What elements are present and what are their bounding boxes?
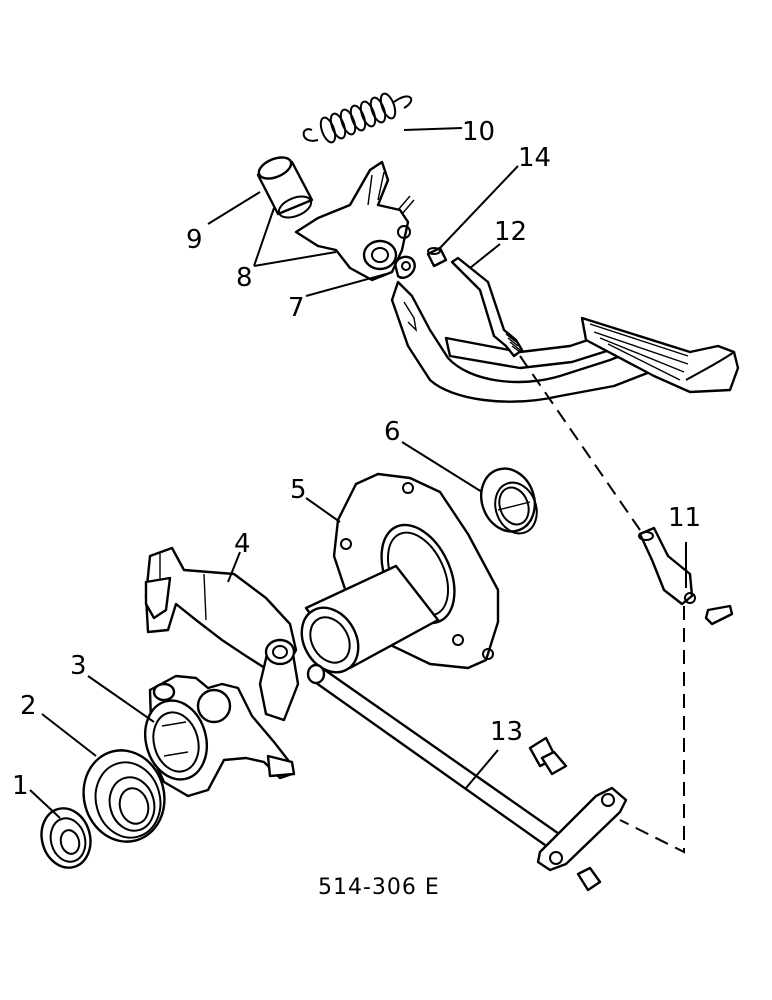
part-4-fork (144, 546, 300, 722)
part-10-spring (302, 92, 413, 144)
callout-6: 6 (384, 417, 401, 447)
callouts: 1 2 3 4 5 6 7 8 9 10 11 12 13 14 (12, 117, 701, 801)
part-13-shaft (306, 663, 628, 892)
part-7-clip (394, 255, 416, 279)
callout-5: 5 (290, 475, 307, 505)
assembly-line-rod-clevis (519, 355, 641, 531)
callout-2: 2 (20, 691, 37, 721)
callout-3: 3 (70, 651, 87, 681)
part-12-rod (450, 256, 524, 358)
part-6-seal (480, 467, 538, 535)
pedal-arm (390, 280, 740, 403)
assembly-line-clevis-lever (619, 606, 685, 854)
part-11-clevis (638, 526, 734, 626)
part-9-bushing (256, 156, 314, 219)
callout-1: 1 (12, 771, 29, 801)
part-1-pilot-bearing (40, 807, 92, 869)
callout-12: 12 (494, 217, 527, 247)
callout-10: 10 (462, 117, 495, 147)
drawing-number: 514-306 E (318, 875, 440, 900)
callout-13: 13 (490, 717, 523, 747)
part-3-carrier (144, 674, 296, 798)
part-5-housing (300, 472, 500, 674)
callout-8: 8 (236, 263, 253, 293)
callout-9: 9 (186, 225, 203, 255)
callout-11: 11 (668, 503, 701, 533)
callout-4: 4 (234, 529, 251, 559)
leader-lines (29, 127, 687, 819)
callout-7: 7 (288, 293, 305, 323)
callout-14: 14 (518, 143, 551, 173)
part-2-bearing (82, 749, 166, 843)
part-14-nut (426, 246, 448, 268)
part-8-pedal-lever (294, 160, 415, 282)
